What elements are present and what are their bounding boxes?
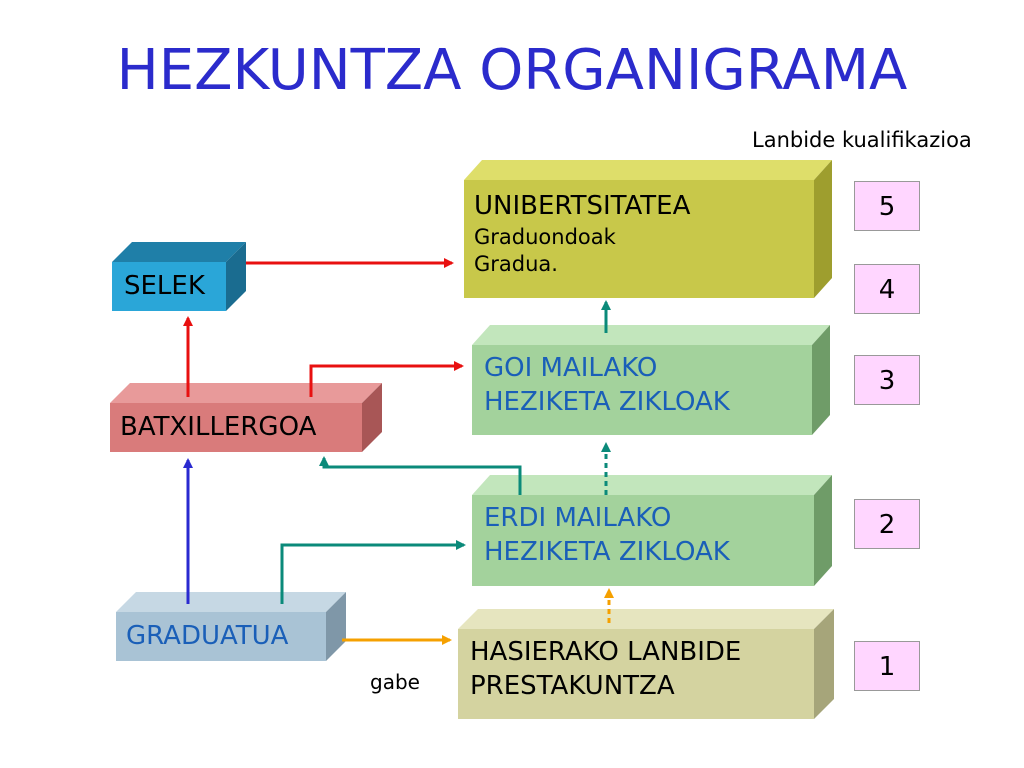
box-batxillergoa [110,383,382,452]
level-box-4: 4 [854,264,920,314]
box-selek [112,242,246,311]
level-box-1: 1 [854,641,920,691]
arrow-graduatua-to-erdi [280,540,466,604]
unibertsitatea-sub2: Gradua. [474,252,558,277]
box-hasierako [458,609,834,719]
box-unibertsitatea [464,160,832,298]
graduatua-label: GRADUATUA [126,621,289,651]
hasierako-text: HASIERAKO LANBIDE PRESTAKUNTZA [470,636,741,704]
goi-mailako-text: GOI MAILAKO HEZIKETA ZIKLOAK [484,352,730,420]
hasierako-line2: PRESTAKUNTZA [470,670,675,701]
box-goi-mailako [472,325,830,435]
arrow-erdi-to-batxillergoa [319,456,522,495]
goi-mailako-line2: HEZIKETA ZIKLOAK [484,386,730,417]
erdi-mailako-line1: ERDI MAILAKO [484,503,672,533]
goi-mailako-line1: GOI MAILAKO [484,353,658,383]
qualification-caption: Lanbide kualifikazioa [752,128,972,152]
level-box-2: 2 [854,499,920,549]
selek-label: SELEK [124,271,205,301]
box-graduatua [116,592,346,661]
erdi-mailako-line2: HEZIKETA ZIKLOAK [484,536,730,567]
erdi-mailako-text: ERDI MAILAKO HEZIKETA ZIKLOAK [484,502,730,570]
unibertsitatea-title: UNIBERTSITATEA [474,191,691,221]
edge-label-gabe: gabe [370,670,420,694]
box-erdi-mailako [472,475,832,586]
arrow-batxillergoa-to-goi [309,361,464,397]
hasierako-line1: HASIERAKO LANBIDE [470,637,742,667]
level-box-3: 3 [854,355,920,405]
unibertsitatea-sub1: Graduondoak [474,224,616,249]
unibertsitatea-text: UNIBERTSITATEA Graduondoak Gradua. [474,190,690,278]
page-title: HEZKUNTZA ORGANIGRAMA [116,38,908,103]
batxillergoa-label: BATXILLERGOA [120,412,317,442]
level-box-5: 5 [854,181,920,231]
